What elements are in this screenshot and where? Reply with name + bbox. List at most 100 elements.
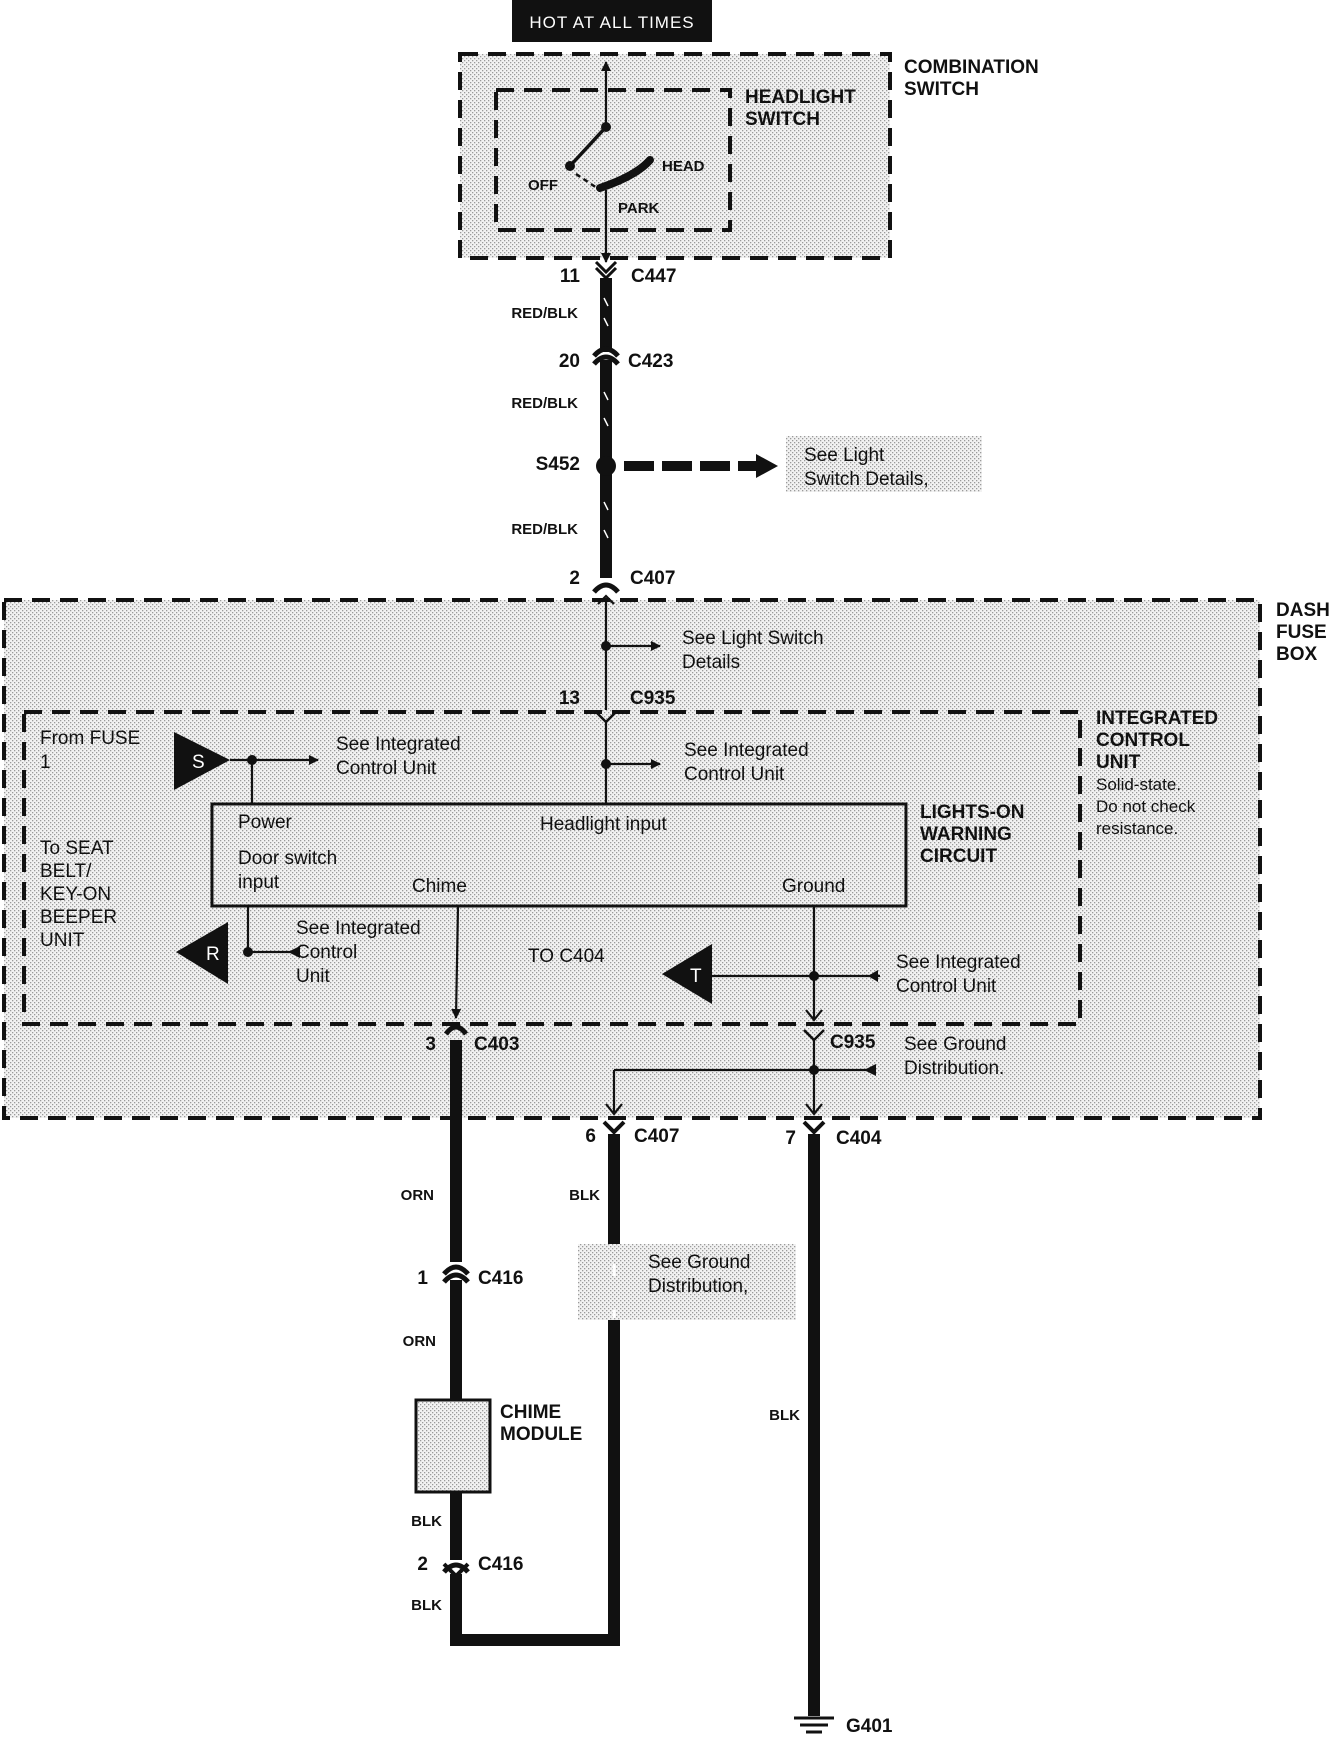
ref-icu-3: See Integrated Control Unit: [296, 918, 421, 987]
position-off: OFF: [528, 177, 558, 194]
from-fuse-line2: 1: [40, 752, 51, 773]
ref-icu-3-line2: Control: [296, 942, 357, 963]
c407-bottom-pin: 6: [585, 1126, 596, 1147]
ref-ground-dist-1-line1: See Ground: [904, 1034, 1006, 1055]
marker-s: S: [174, 732, 230, 790]
from-fuse-line1: From FUSE: [40, 728, 140, 749]
position-head: HEAD: [662, 158, 705, 175]
seat-belt-line2: BELT/: [40, 861, 92, 882]
headlight-switch-label: HEADLIGHT: [745, 87, 856, 108]
ref-ground-dist-2-line1: See Ground: [648, 1252, 750, 1273]
c935-bottom-name: C935: [830, 1032, 876, 1053]
wire-color-red-blk-3: RED/BLK: [511, 521, 578, 538]
from-fuse: From FUSE 1: [40, 728, 140, 773]
c407-bottom-name: C407: [634, 1126, 679, 1147]
lights-on-title-2: WARNING: [920, 824, 1012, 845]
chime-module-label: CHIME: [500, 1402, 561, 1423]
seat-belt-line3: KEY-ON: [40, 884, 111, 905]
c407-top-name: C407: [630, 568, 675, 589]
ref-icu-1-line2: Control Unit: [336, 758, 437, 779]
wire-color-blk-chime-out: BLK: [411, 1513, 442, 1530]
chime-output-wire: [450, 1492, 620, 1646]
connector-c403: 3 C403: [425, 1024, 519, 1055]
connector-c447: 11 C447: [560, 260, 676, 287]
ref-icu-3-line3: Unit: [296, 966, 331, 987]
seat-belt-line1: To SEAT: [40, 838, 114, 859]
power-banner: HOT AT ALL TIMES: [512, 0, 712, 42]
ground-label: G401: [846, 1716, 893, 1737]
wire-color-red-blk-1: RED/BLK: [511, 305, 578, 322]
ref-light-switch-details-2: See Light Switch Details: [682, 628, 824, 673]
icu-label-3: UNIT: [1096, 752, 1141, 773]
ref-light-switch-details-1: See Light Switch Details,: [786, 436, 982, 492]
lights-on-title-3: CIRCUIT: [920, 846, 997, 867]
headlight-switch: HEADLIGHT SWITCH OFF HEAD PARK: [494, 61, 856, 263]
ref-icu-4: See Integrated Control Unit: [896, 952, 1021, 997]
c404-name: C404: [836, 1128, 882, 1149]
ref-light-switch-1-line2: Switch Details,: [804, 469, 929, 490]
wire-color-blk-c407: BLK: [569, 1187, 600, 1204]
icu-note-3: resistance.: [1096, 819, 1178, 838]
ref-icu-3-line1: See Integrated: [296, 918, 421, 939]
power-banner-text: HOT AT ALL TIMES: [529, 13, 694, 32]
chime-module: CHIME MODULE: [414, 1398, 582, 1494]
ref-ground-dist-2-line2: Distribution,: [648, 1276, 748, 1297]
marker-t: T: [662, 944, 712, 1004]
connector-c423: 20 C423: [559, 346, 673, 372]
chime-module-label-2: MODULE: [500, 1424, 582, 1445]
ref-icu-1: See Integrated Control Unit: [336, 734, 461, 779]
position-park: PARK: [618, 200, 660, 217]
wire-color-red-blk-2: RED/BLK: [511, 395, 578, 412]
combination-switch-label-2: SWITCH: [904, 79, 979, 100]
pin-door-switch: Door switch: [238, 848, 337, 869]
dash-fuse-box-label-3: BOX: [1276, 644, 1318, 665]
ref-icu-4-line2: Control Unit: [896, 976, 997, 997]
c935-top-name: C935: [630, 688, 676, 709]
c416-bottom-name: C416: [478, 1554, 523, 1575]
seat-belt-beeper: To SEAT BELT/ KEY-ON BEEPER UNIT: [40, 838, 117, 951]
combination-switch: COMBINATION SWITCH: [458, 52, 1039, 260]
lights-on-title: LIGHTS-ON: [920, 802, 1025, 823]
connector-c416-top: 1 C416: [417, 1264, 523, 1289]
switch-blade: [568, 125, 608, 168]
wire-color-orn-1: ORN: [401, 1187, 434, 1204]
seat-belt-line4: BEEPER: [40, 907, 117, 928]
ref-ground-dist-1: See Ground Distribution.: [904, 1034, 1006, 1079]
c404-pin: 7: [785, 1128, 796, 1149]
c935-top-pin: 13: [559, 688, 580, 709]
ref-icu-1-line1: See Integrated: [336, 734, 461, 755]
pin-chime: Chime: [412, 876, 467, 897]
headlight-switch-label-2: SWITCH: [745, 109, 820, 130]
c447-pin: 11: [560, 266, 581, 287]
pin-door-switch-2: input: [238, 872, 280, 893]
s452-name: S452: [536, 454, 580, 475]
c423-name: C423: [628, 351, 673, 372]
c416-bottom-pin: 2: [417, 1554, 428, 1575]
red-blk-wire: [600, 278, 612, 578]
ref-light-switch-1-line1: See Light: [804, 445, 885, 466]
integrated-control-unit: INTEGRATED CONTROL UNIT Solid-state. Do …: [22, 708, 1218, 1026]
ref-light-switch-2-line1: See Light Switch: [682, 628, 824, 649]
splice-s452: S452: [536, 454, 778, 478]
c416-top-pin: 1: [417, 1268, 428, 1289]
wire-color-orn-2: ORN: [403, 1333, 436, 1350]
marker-s-letter: S: [192, 752, 205, 773]
connector-c416-bottom: 2 C416: [417, 1554, 523, 1579]
icu-note-1: Solid-state.: [1096, 775, 1181, 794]
to-c404-label: TO C404: [528, 946, 605, 967]
ref-icu-2-line2: Control Unit: [684, 764, 785, 785]
c416-top-name: C416: [478, 1268, 523, 1289]
ref-icu-2-line1: See Integrated: [684, 740, 809, 761]
pin-ground: Ground: [782, 876, 845, 897]
wire-color-blk-c404: BLK: [769, 1407, 800, 1424]
pin-headlight-input: Headlight input: [540, 814, 667, 835]
pin-power: Power: [238, 812, 293, 833]
dash-fuse-box-label-2: FUSE: [1276, 622, 1327, 643]
icu-note-2: Do not check: [1096, 797, 1196, 816]
c447-name: C447: [631, 266, 676, 287]
ref-light-switch-2-line2: Details: [682, 652, 740, 673]
c403-pin: 3: [425, 1034, 436, 1055]
c403-name: C403: [474, 1034, 519, 1055]
ground-g401: G401: [794, 1716, 893, 1737]
